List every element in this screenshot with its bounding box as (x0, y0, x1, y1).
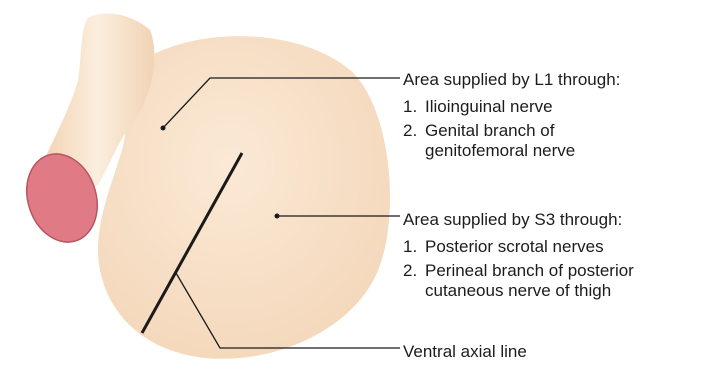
l1-item-1-text: Ilioinguinal nerve (425, 97, 553, 116)
l1-item-1: 1.Ilioinguinal nerve (403, 97, 620, 117)
l1-callout-heading: Area supplied by L1 through: (403, 70, 620, 90)
s3-item-2: 2.Perineal branch of posterior cutaneous… (403, 261, 634, 301)
l1-item-1-number: 1. (403, 97, 425, 117)
l1-item-2: 2.Genital branch of genitofemoral nerve (403, 121, 620, 161)
s3-callout-heading: Area supplied by S3 through: (403, 210, 634, 230)
l1-callout: Area supplied by L1 through: 1.Ilioingui… (403, 70, 620, 165)
l1-item-2-continuation: genitofemoral nerve (403, 141, 620, 161)
l1-item-2-text: Genital branch of (425, 121, 554, 140)
s3-area-marker (275, 214, 280, 219)
s3-item-1-number: 1. (403, 237, 425, 257)
l1-item-2-number: 2. (403, 121, 425, 141)
s3-item-2-text: Perineal branch of posterior (425, 261, 634, 280)
l1-area-marker (161, 126, 166, 131)
s3-callout: Area supplied by S3 through: 1.Posterior… (403, 210, 634, 305)
s3-item-2-continuation: cutaneous nerve of thigh (403, 281, 634, 301)
s3-item-1: 1.Posterior scrotal nerves (403, 237, 634, 257)
s3-item-2-number: 2. (403, 261, 425, 281)
s3-item-1-text: Posterior scrotal nerves (425, 237, 604, 256)
ventral-axial-line-label: Ventral axial line (403, 342, 527, 362)
